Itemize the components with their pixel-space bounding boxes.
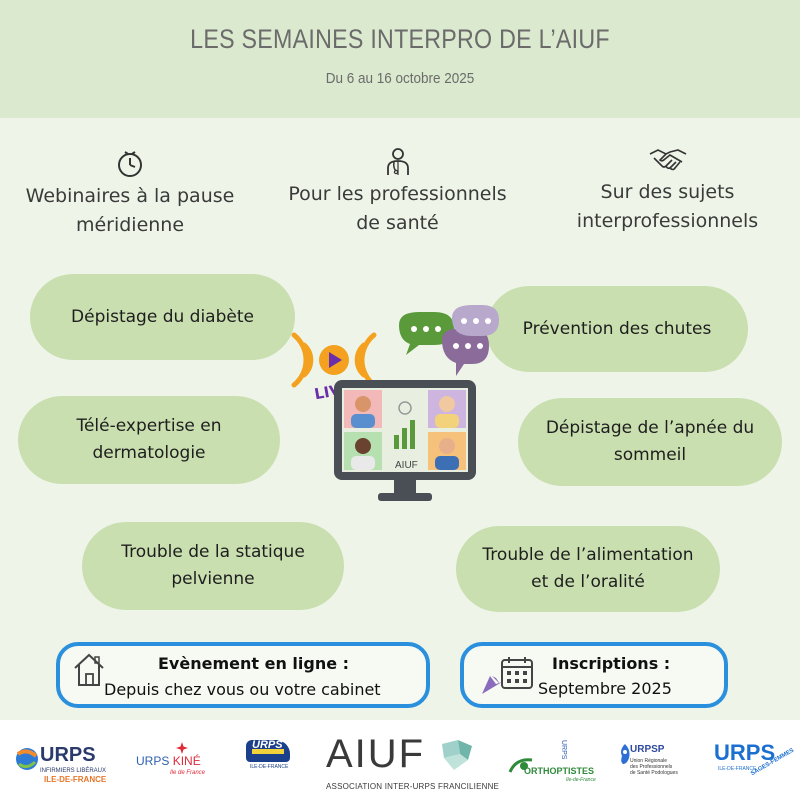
logo-urps-sages-femmes: URPS ILE-DE-FRANCE SAGES-FEMMES (714, 738, 795, 792)
live-broadcast-icon (291, 332, 377, 388)
house-icon (74, 653, 104, 686)
topic-line1: Dépistage du diabète (71, 306, 254, 327)
logo-subtext: ILE-DE-FRANCE (44, 775, 107, 784)
topic-eating-disorders: Trouble de l’alimentation et de l’oralité (456, 526, 720, 612)
feature-line2: de santé (356, 212, 439, 234)
feature-line2: interprofessionnels (576, 210, 759, 232)
header-band: LES SEMAINES INTERPRO DE L’AIUF Du 6 au … (0, 0, 800, 118)
topic-line1: Trouble de la statique (121, 542, 305, 562)
feature-line1: Webinaires à la pause (25, 185, 235, 207)
aiuf-emblem-icon (442, 740, 472, 770)
registration-box (460, 642, 728, 708)
doctor-icon (386, 148, 409, 175)
webinar-illustration: LIVE AIUF (291, 305, 499, 501)
logo-accent: KINÉ (172, 754, 201, 768)
footer-logos: URPS INFIRMIERS LIBÉRAUX ILE-DE-FRANCE U… (0, 720, 800, 800)
calendar-icon (482, 657, 533, 694)
topic-line2: dermatologie (92, 443, 206, 463)
logo-text: ORTHOPTISTES (524, 766, 595, 776)
topic-tele-dermatology: Télé-expertise en dermatologie (18, 396, 280, 484)
topic-line2: et de l’oralité (531, 572, 645, 592)
chat-bubbles-icon (399, 305, 499, 376)
foot-icon (621, 744, 630, 764)
event-dates: Du 6 au 16 octobre 2025 (325, 70, 475, 87)
logo-orthoptistes: URPS ORTHOPTISTES Ile-de-France (508, 740, 604, 788)
topic-sleep-apnea: Dépistage de l’apnée du sommeil (518, 398, 782, 486)
logo-urps-medecins: URPS ILE-DE-FRANCE (246, 739, 290, 776)
topic-line1: Dépistage de l’apnée du (545, 418, 755, 438)
clock-icon (118, 151, 142, 177)
logo-text: URPSP (630, 744, 665, 755)
logo-subtext: ILE-DE-FRANCE (718, 766, 757, 772)
logo-text: URPS (714, 740, 776, 765)
logo-urpsp: URPSP Union Régionale des Professionnels… (616, 742, 696, 790)
logo-subtext: de Santé Podologues (630, 770, 678, 776)
feature-line2: méridienne (75, 214, 185, 236)
topic-line1: Prévention des chutes (522, 318, 712, 339)
page-title: LES SEMAINES INTERPRO DE L’AIUF (190, 24, 610, 54)
logo-subtext: INFIRMIERS LIBÉRAUX (40, 768, 107, 774)
logo-subtext: Ile-de-France (566, 777, 596, 783)
online-event-box (56, 642, 430, 708)
feature-topics: Sur des sujets interprofessionnels (555, 146, 780, 236)
online-event-title: Evènement en ligne : (158, 654, 350, 673)
logo-text: URPS (252, 739, 283, 751)
logo-subtext: des Professionnels (630, 764, 673, 770)
topic-line1: Trouble de l’alimentation (482, 545, 694, 565)
logo-subtext: ASSOCIATION INTER-URPS FRANCILIENNE (326, 782, 500, 791)
registration-title: Inscriptions : (552, 654, 671, 673)
topic-line1: Télé-expertise en (76, 416, 222, 436)
topic-line2: sommeil (613, 445, 687, 465)
logo-subtext: Union Régionale (630, 758, 667, 764)
eye-icon (508, 758, 533, 773)
feature-line1: Sur des sujets (600, 181, 735, 203)
topic-pelvic-statics: Trouble de la statique pelvienne (82, 522, 344, 610)
registration-text: Septembre 2025 (538, 679, 672, 698)
topic-line2: pelvienne (171, 569, 255, 589)
topic-fall-prevention: Prévention des chutes (486, 286, 748, 372)
feature-professionals: Pour les professionnels de santé (270, 146, 525, 238)
star-icon (176, 742, 188, 754)
logo-text: URPS (40, 744, 96, 766)
monitor-icon (334, 380, 476, 501)
logo-text: URPS KINÉ (136, 754, 201, 768)
logo-text: URPS (136, 754, 170, 768)
logo-vertical-text: URPS (560, 740, 567, 760)
logo-stripe (252, 749, 284, 754)
feature-line1: Pour les professionnels (288, 183, 507, 205)
logo-subtext: Ile de France (170, 770, 206, 776)
logo-aiuf: AIUF ASSOCIATION INTER-URPS FRANCILIENNE (322, 728, 499, 794)
urps-swirl-icon (16, 748, 38, 770)
feature-webinars: Webinaires à la pause méridienne (10, 150, 250, 240)
logo-subtext: ILE-DE-FRANCE (250, 764, 289, 770)
online-event-text: Depuis chez vous ou votre cabinet (104, 680, 381, 699)
logo-text: AIUF (326, 732, 426, 776)
topic-diabetes-screening: Dépistage du diabète (30, 274, 295, 360)
screen-brand: AIUF (395, 460, 418, 471)
handshake-icon (649, 149, 686, 171)
